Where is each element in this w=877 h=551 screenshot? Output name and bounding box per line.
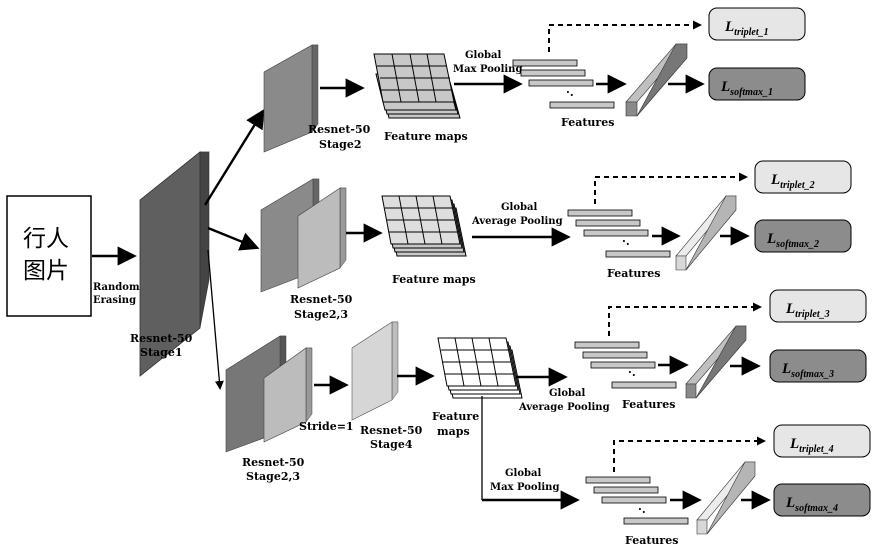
branch4-pool-label-a: Global bbox=[505, 468, 541, 479]
branch1-triplet-loss: Ltriplet_1 bbox=[709, 8, 805, 40]
branch3-feature-maps bbox=[438, 338, 522, 398]
erasing-label: Erasing bbox=[93, 295, 136, 306]
branch2-pool-label-a: Global bbox=[501, 202, 537, 213]
branch1-pool-label-b: Max Pooling bbox=[453, 64, 522, 75]
branch3-fc-bar bbox=[686, 326, 746, 398]
branch3-softmax-loss: Lsoftmax_3 bbox=[770, 350, 866, 382]
input-label-line2: 图片 bbox=[23, 258, 69, 284]
branch1-dots: ·. bbox=[566, 86, 574, 99]
branch2-fc-bar bbox=[676, 196, 736, 270]
stage4-label-a: Resnet-50 bbox=[360, 424, 423, 437]
branch4-pool-label-b: Max Pooling bbox=[490, 482, 559, 493]
branch2-fmaps-label: Feature maps bbox=[392, 273, 476, 286]
branch2-feature-bars bbox=[568, 210, 670, 257]
branch1-fmaps-label: Feature maps bbox=[384, 130, 468, 143]
branch4-softmax-loss: Lsoftmax_4 bbox=[774, 484, 870, 516]
branch1-fc-bar bbox=[626, 44, 687, 116]
branch4-features-label: Features bbox=[625, 534, 678, 547]
branch1-features-label: Features bbox=[561, 116, 614, 129]
branch2-stage-label-a: Resnet-50 bbox=[290, 293, 353, 306]
branch1-pool-label-a: Global bbox=[465, 50, 501, 61]
branch4-dots: ·. bbox=[638, 503, 646, 516]
branch2-pool-label-b: Average Pooling bbox=[471, 216, 563, 227]
branch3-fmaps-label-a: Feature bbox=[432, 410, 479, 423]
branch3-fmaps-label-b: maps bbox=[437, 425, 470, 438]
stride-label: Stride=1 bbox=[299, 420, 354, 433]
branch1-softmax-loss: Lsoftmax_1 bbox=[709, 68, 805, 100]
branch3-features-label: Features bbox=[622, 398, 675, 411]
branch2-feature-maps bbox=[382, 196, 466, 256]
branch3-stage-label-b: Stage2,3 bbox=[246, 470, 300, 483]
branch3-stage4-block bbox=[352, 322, 398, 420]
stage1-label-b: Stage1 bbox=[140, 346, 183, 359]
branch4-triplet-loss: Ltriplet_4 bbox=[774, 425, 870, 457]
branch3-stage-label-a: Resnet-50 bbox=[242, 456, 305, 469]
branch2-features-label: Features bbox=[607, 267, 660, 280]
branch2-softmax-loss: Lsoftmax_2 bbox=[755, 220, 851, 252]
branch3-pool-label-b: Average Pooling bbox=[518, 402, 610, 413]
arrow-stage1-to-branch1 bbox=[205, 113, 262, 205]
arrow-stage1-to-branch2 bbox=[208, 228, 255, 247]
branch1-feature-maps bbox=[374, 54, 460, 118]
branch3-pool-label-a: Global bbox=[549, 388, 585, 399]
branch3-triplet-loss: Ltriplet_3 bbox=[770, 290, 866, 322]
arrow-stage1-to-branch3 bbox=[208, 250, 220, 388]
branch2-dots: ·. bbox=[622, 235, 630, 248]
branch2-triplet-loss: Ltriplet_2 bbox=[755, 161, 851, 193]
branch1-stage-label-b: Stage2 bbox=[319, 138, 362, 151]
branch1-stage-label-a: Resnet-50 bbox=[308, 123, 371, 136]
stage1-label-a: Resnet-50 bbox=[130, 332, 193, 345]
input-label-line1: 行人 bbox=[23, 226, 69, 252]
branch4-fc-bar bbox=[697, 462, 755, 534]
input-image-box: 行人 图片 bbox=[7, 196, 91, 316]
branch3-dots: ·. bbox=[628, 366, 636, 379]
random-label: Random bbox=[93, 282, 140, 293]
branch2-stage-label-b: Stage2,3 bbox=[294, 308, 348, 321]
stage4-label-b: Stage4 bbox=[370, 438, 413, 451]
